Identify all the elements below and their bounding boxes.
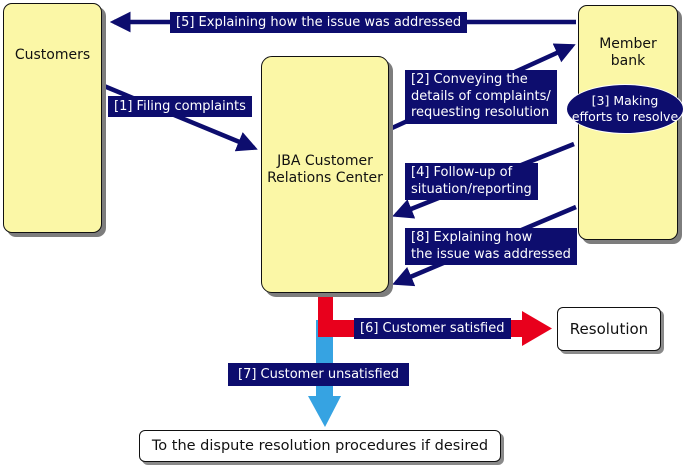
step-7-label: [7] Customer unsatisfied [228, 363, 409, 386]
step-5-label: [5] Explaining how the issue was address… [170, 12, 468, 33]
step-2-label: [2] Conveying the details of complaints/… [405, 70, 557, 124]
member-bank-label: Member bank [599, 36, 657, 69]
step-3-ellipse: [3] Making efforts to resolve [566, 84, 684, 134]
customers-label: Customers [14, 47, 91, 63]
resolution-label: Resolution [569, 320, 649, 338]
resolution-box: Resolution [557, 307, 661, 351]
step-8-label: [8] Explaining how the issue was address… [405, 228, 577, 265]
arrow-satisfied-head [522, 311, 552, 346]
customers-box: Customers [3, 3, 102, 233]
dispute-resolution-box: To the dispute resolution procedures if … [139, 430, 501, 462]
step-1-label: [1] Filing complaints [108, 96, 252, 117]
step-6-label: [6] Customer satisfied [354, 318, 511, 339]
step-4-label: [4] Follow-up of situation/reporting [405, 163, 538, 200]
dispute-resolution-label: To the dispute resolution procedures if … [151, 438, 489, 454]
jba-center-box: JBA Customer Relations Center [261, 56, 389, 293]
jba-center-label: JBA Customer Relations Center [267, 153, 383, 186]
arrow-unsatisfied-head [308, 396, 341, 427]
